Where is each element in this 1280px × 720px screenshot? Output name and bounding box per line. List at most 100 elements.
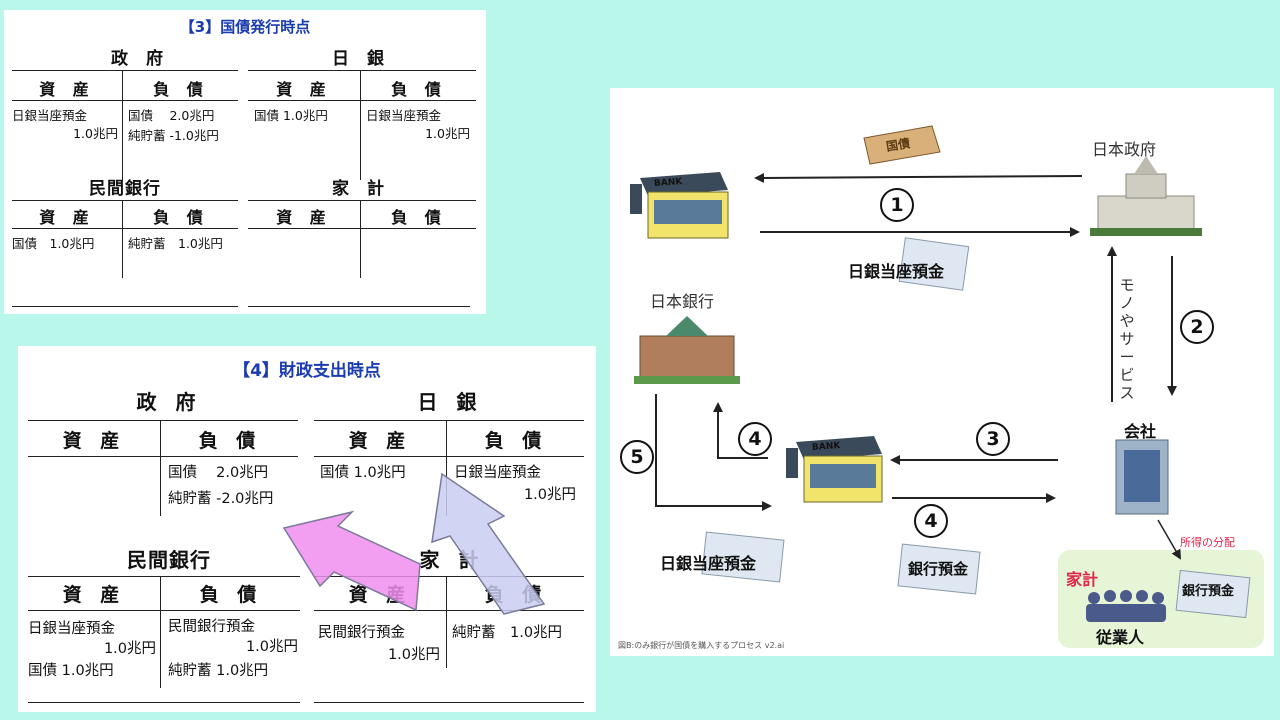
employees-label: 従業人 bbox=[1096, 628, 1145, 647]
rule bbox=[314, 610, 584, 611]
bank-liability-item: 1.0兆円 bbox=[245, 639, 298, 655]
rule bbox=[360, 200, 361, 278]
goods-services-label: モノやサービス bbox=[1119, 276, 1135, 402]
step-circle: 5 bbox=[620, 440, 654, 474]
arrow-govt-to-bank bbox=[754, 172, 1083, 183]
rule bbox=[160, 420, 161, 516]
arrow-bank-to-boj bbox=[713, 402, 768, 459]
rule bbox=[314, 456, 584, 457]
flow-graphics bbox=[630, 125, 1264, 648]
rule bbox=[248, 200, 476, 201]
panel-bond-issuance: 【3】国債発行時点 政 府 資 産 負 債 日銀当座預金 1.0兆円 国債 2.… bbox=[4, 10, 486, 314]
rule bbox=[248, 100, 476, 101]
rule bbox=[446, 576, 447, 668]
govt-name: 政 府 bbox=[111, 49, 169, 69]
household-liabilities-header: 負 債 bbox=[391, 208, 447, 227]
step-circle: 1 bbox=[880, 188, 914, 222]
govt-liability-item: 純貯蓄 -1.0兆円 bbox=[128, 128, 219, 143]
govt-label: 日本政府 bbox=[1092, 140, 1157, 159]
boj-deposit-label-bottom: 日銀当座預金 bbox=[660, 554, 757, 573]
boj-liability-item: 1.0兆円 bbox=[523, 487, 576, 503]
rule bbox=[28, 456, 298, 457]
bank-liabilities-header: 負 債 bbox=[199, 584, 263, 606]
panel4-title: 【4】財政支出時点 bbox=[233, 361, 381, 381]
arrow-company-to-household bbox=[1157, 519, 1182, 560]
boj-name: 日 銀 bbox=[417, 390, 483, 414]
boj-assets-header: 資 産 bbox=[276, 80, 332, 99]
boj-liability-item: 日銀当座預金 bbox=[366, 108, 442, 123]
bank-assets-header: 資 産 bbox=[39, 208, 95, 227]
boj-liability-item: 1.0兆円 bbox=[425, 126, 470, 141]
govt-liability-item: 国債 2.0兆円 bbox=[128, 108, 215, 123]
rule bbox=[122, 70, 123, 180]
step-circle: 4 bbox=[738, 422, 772, 456]
bank-liability-item: 民間銀行預金 bbox=[168, 619, 255, 635]
rule bbox=[12, 100, 238, 101]
rule bbox=[12, 200, 238, 201]
caption: 図B:のみ銀行が国債を購入するプロセス v2.ai bbox=[618, 641, 785, 650]
govt-assets-header: 資 産 bbox=[62, 430, 126, 452]
household-liabilities-header: 負 債 bbox=[484, 584, 548, 606]
rule bbox=[12, 228, 238, 229]
bank-icon-top bbox=[630, 172, 729, 239]
passbook-household bbox=[1175, 569, 1251, 619]
boj-name: 日 銀 bbox=[332, 49, 390, 69]
boj-label: 日本銀行 bbox=[650, 292, 715, 311]
passbook-bottom-mid bbox=[897, 543, 981, 595]
bank-asset-item: 国債 1.0兆円 bbox=[12, 236, 95, 251]
bank-icon-bottom bbox=[786, 436, 883, 503]
bond-ticket-icon bbox=[863, 125, 941, 165]
step-circle: 3 bbox=[976, 422, 1010, 456]
rule bbox=[446, 420, 447, 516]
income-dist-label: 所得の分配 bbox=[1180, 536, 1235, 549]
bank-asset-item: 1.0兆円 bbox=[103, 641, 156, 657]
rule bbox=[248, 306, 470, 307]
rule bbox=[122, 200, 123, 278]
household-label: 家計 bbox=[1066, 570, 1099, 589]
govt-liability-item: 純貯蓄 -2.0兆円 bbox=[168, 491, 274, 507]
bank-assets-header: 資 産 bbox=[62, 584, 126, 606]
household-asset-item: 民間銀行預金 bbox=[318, 625, 405, 641]
employees-icon bbox=[1086, 590, 1166, 622]
rule bbox=[314, 702, 584, 703]
household-assets-header: 資 産 bbox=[276, 208, 332, 227]
bank-deposit-label: 銀行預金 bbox=[908, 560, 969, 578]
household-assets-header: 資 産 bbox=[348, 584, 412, 606]
household-name: 家 計 bbox=[419, 548, 485, 572]
panel3-title: 【3】国債発行時点 bbox=[179, 18, 311, 36]
boj-liabilities-header: 負 債 bbox=[484, 430, 548, 452]
bank-name: 民間銀行 bbox=[89, 179, 161, 199]
panel-fiscal-spending: 【4】財政支出時点 政 府 資 産 負 債 国債 2.0兆円 純貯蓄 -2.0兆… bbox=[18, 346, 596, 712]
step-circle: 4 bbox=[914, 504, 948, 538]
household-asset-item: 1.0兆円 bbox=[387, 647, 440, 663]
bank-liability-item: 純貯蓄 1.0兆円 bbox=[168, 663, 269, 679]
boj-assets-header: 資 産 bbox=[348, 430, 412, 452]
rule bbox=[248, 228, 476, 229]
rule bbox=[12, 306, 238, 307]
govt-asset-item: 1.0兆円 bbox=[73, 126, 118, 141]
boj-asset-item: 国債 1.0兆円 bbox=[320, 465, 406, 481]
flow-diagram: BANK BANK 国債 日本政府 日本銀行 会社 日銀当座預金 日銀当座預金 … bbox=[610, 88, 1274, 656]
boj-asset-item: 国債 1.0兆円 bbox=[254, 108, 328, 123]
govt-name: 政 府 bbox=[136, 390, 202, 414]
boj-deposit-label-top: 日銀当座預金 bbox=[848, 262, 945, 281]
bank-name: 民間銀行 bbox=[127, 548, 211, 572]
bank-asset-item: 日銀当座預金 bbox=[28, 621, 115, 637]
rule bbox=[360, 70, 361, 180]
bank-liability-item: 純貯蓄 1.0兆円 bbox=[128, 236, 223, 251]
passbook-bottom-left bbox=[701, 531, 785, 583]
rule bbox=[28, 420, 298, 421]
company-label: 会社 bbox=[1124, 422, 1157, 441]
company-building-icon bbox=[1115, 439, 1169, 515]
rule bbox=[314, 420, 584, 421]
passbook-top bbox=[898, 237, 970, 291]
boj-liabilities-header: 負 債 bbox=[391, 80, 447, 99]
rule bbox=[12, 70, 238, 71]
bank-sign-bottom: BANK bbox=[811, 441, 841, 453]
govt-building-icon bbox=[1090, 156, 1202, 236]
govt-liabilities-header: 負 債 bbox=[198, 430, 262, 452]
boj-liability-item: 日銀当座預金 bbox=[454, 465, 541, 481]
govt-asset-item: 日銀当座預金 bbox=[12, 108, 88, 123]
household-name: 家 計 bbox=[332, 179, 390, 199]
rule bbox=[28, 702, 300, 703]
